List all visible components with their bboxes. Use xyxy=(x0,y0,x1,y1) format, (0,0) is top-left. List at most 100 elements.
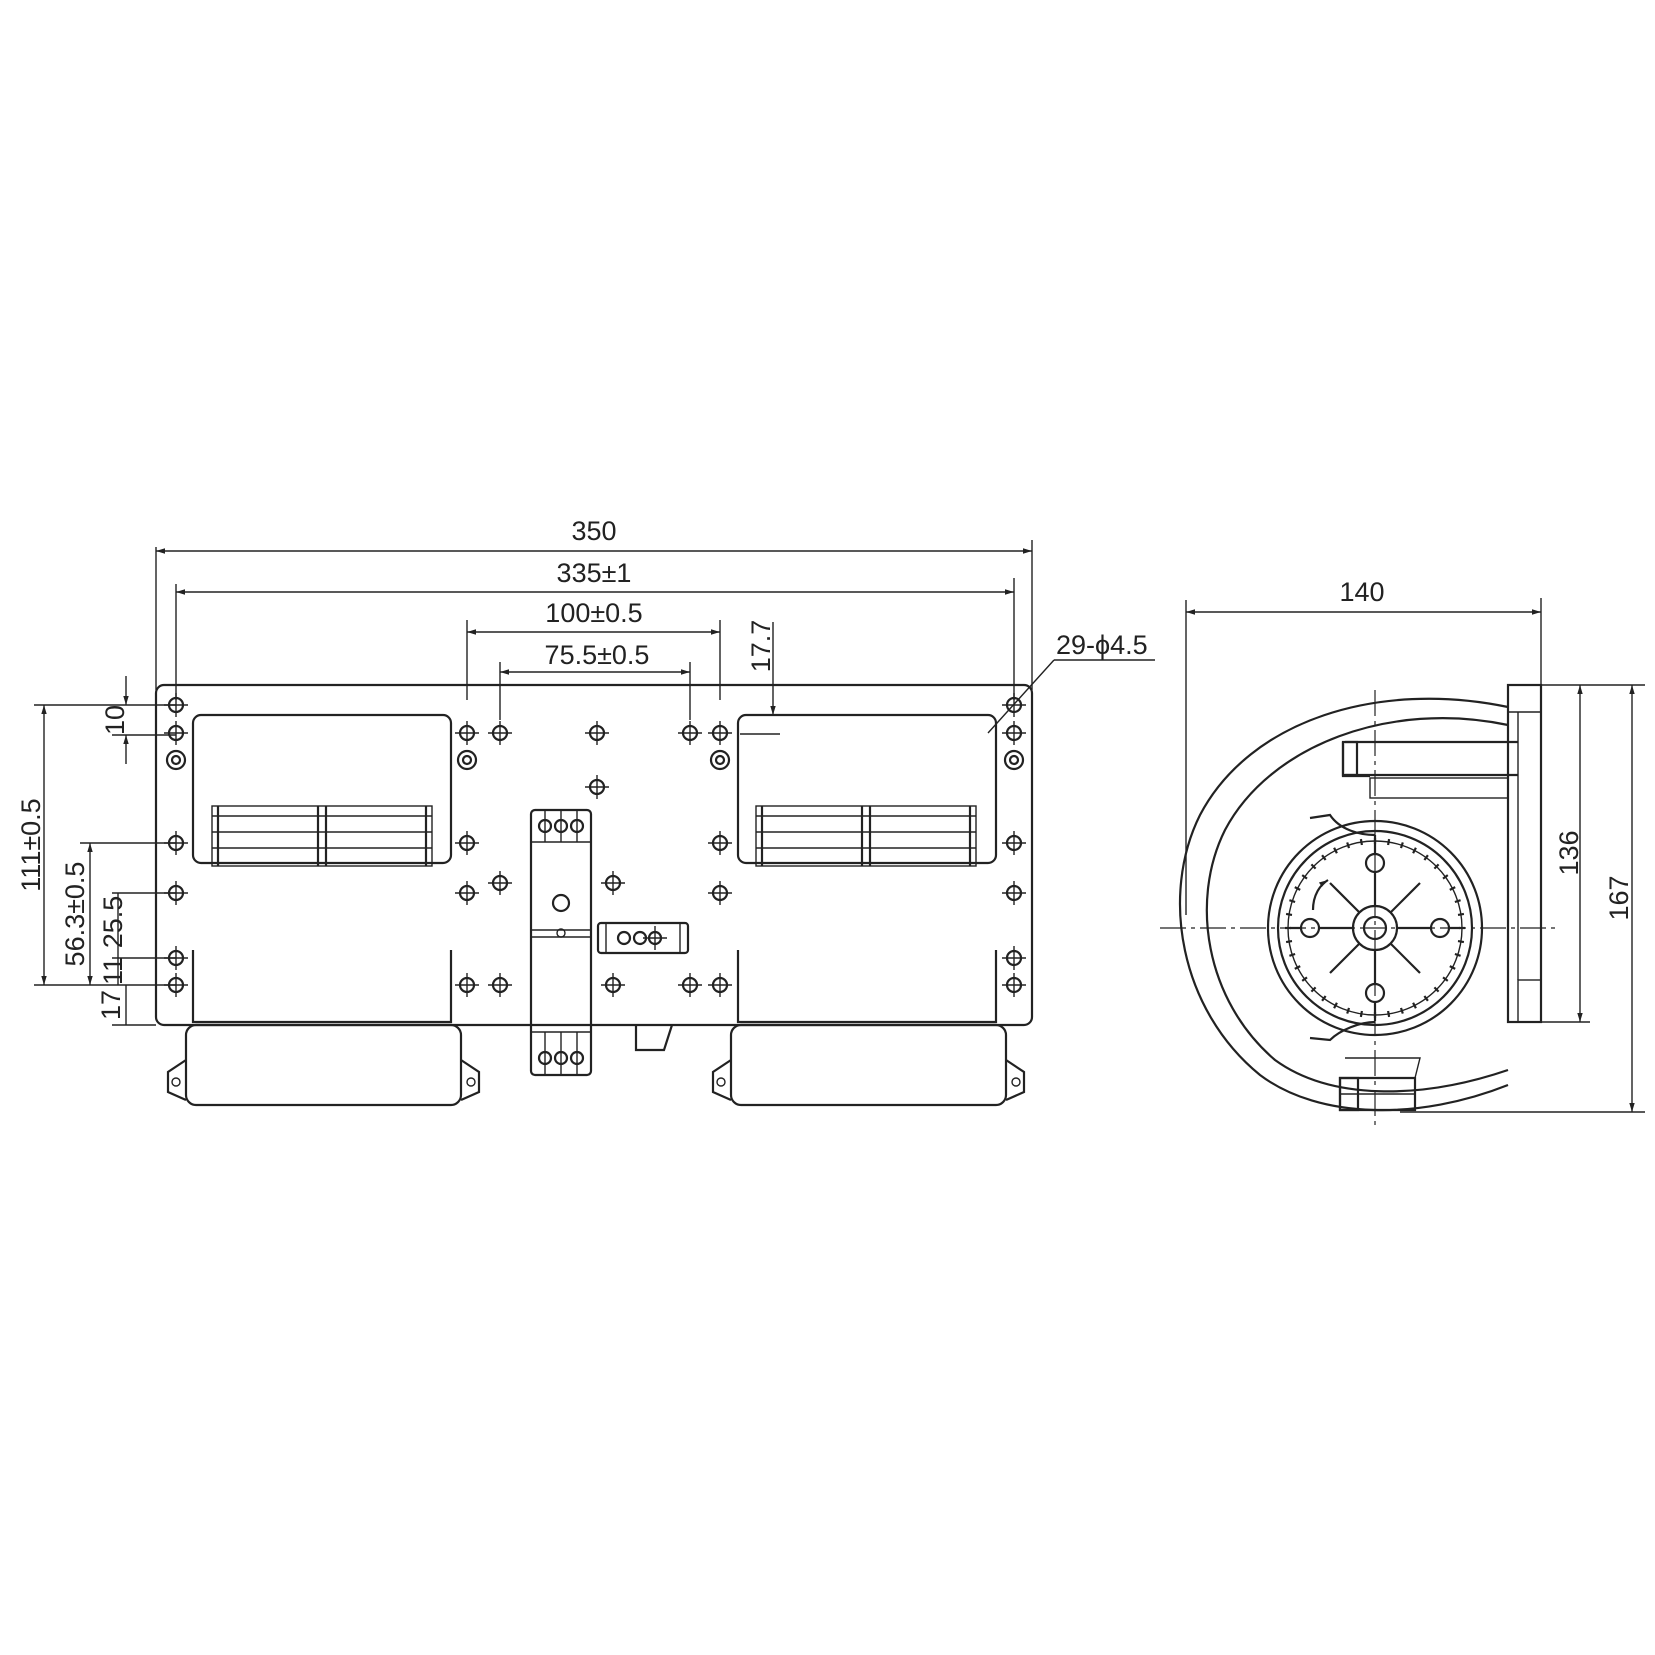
dim-overall-width: 350 xyxy=(571,516,616,546)
dim-overall-height: 167 xyxy=(1604,875,1634,920)
mounting-hole xyxy=(1002,946,1026,970)
impeller-vanes-left xyxy=(211,805,433,867)
rotor-tooth xyxy=(1310,863,1317,870)
mounting-hole xyxy=(585,721,609,745)
rotor-tooth xyxy=(1433,863,1440,870)
rotor-tooth xyxy=(1423,854,1429,861)
rotor-tooth xyxy=(1333,1002,1338,1009)
bottom-bracket xyxy=(1338,1057,1421,1112)
outlet-window-left xyxy=(191,713,453,865)
fan-housing-left xyxy=(184,1023,463,1107)
rotor-tooth xyxy=(1346,842,1351,849)
mounting-hole xyxy=(585,775,609,799)
rotor-tooth xyxy=(1333,847,1338,854)
rotor-tooth xyxy=(1285,940,1293,944)
rotor-tooth xyxy=(1387,1010,1391,1018)
dim-height-111: 111±0.5 xyxy=(16,798,46,891)
rotor-tooth xyxy=(1310,986,1317,993)
mounting-hole xyxy=(488,973,512,997)
rotor-tooth xyxy=(1457,940,1465,944)
mounting-hole xyxy=(164,721,188,745)
front-view: 350 335±1 100±0.5 75.5±0.5 17.7 29-ϕ4 xyxy=(16,516,1155,1107)
volute-inner xyxy=(1205,717,1509,1093)
rotor-tooth xyxy=(1442,976,1449,982)
dim-center-span-outer: 100±0.5 xyxy=(545,598,642,628)
rotation-arrow-icon xyxy=(1311,879,1329,911)
dim-height-25: 25.5 xyxy=(98,896,128,949)
mounting-hole xyxy=(601,973,625,997)
rotor-tooth xyxy=(1289,899,1296,904)
mounting-hole xyxy=(708,721,732,745)
front-dimensions: 350 335±1 100±0.5 75.5±0.5 17.7 29-ϕ4 xyxy=(16,516,1155,1026)
rotor-tooth xyxy=(1399,842,1404,849)
rotor-tooth xyxy=(1321,854,1327,861)
mounting-hole xyxy=(601,871,625,895)
mounting-hole xyxy=(488,721,512,745)
mounting-hole xyxy=(1002,973,1026,997)
side-view: 140 136 167 xyxy=(1160,577,1645,1130)
rotor-tooth xyxy=(1454,899,1461,904)
dim-top-offset: 17.7 xyxy=(746,620,776,673)
rotor-tooth xyxy=(1449,886,1456,891)
bushing-hole xyxy=(709,749,731,771)
rotor-tooth xyxy=(1399,1007,1404,1014)
dim-hole-callout: 29-ϕ4.5 xyxy=(1056,630,1148,660)
mounting-hole xyxy=(708,973,732,997)
rotor-tooth xyxy=(1457,912,1465,916)
mounting-hole xyxy=(678,973,702,997)
mounting-hole xyxy=(455,881,479,905)
rotor-tooth xyxy=(1301,976,1308,982)
mounting-hole xyxy=(678,721,702,745)
rotor-tooth xyxy=(1412,847,1417,854)
rotor-tooth xyxy=(1412,1002,1417,1009)
connector xyxy=(596,921,690,955)
rotor-tooth xyxy=(1346,1007,1351,1014)
mounting-hole xyxy=(708,881,732,905)
lower-tab xyxy=(634,1024,674,1052)
flange xyxy=(1506,683,1543,1024)
rotor-tooth xyxy=(1433,986,1440,993)
mounting-hole xyxy=(1002,831,1026,855)
mounting-holes xyxy=(164,693,1026,997)
top-bracket xyxy=(1341,740,1518,799)
lower-bay-left xyxy=(191,950,453,1024)
rotor-tooth xyxy=(1289,952,1296,957)
dim-depth: 140 xyxy=(1339,577,1384,607)
mounting-hole xyxy=(708,831,732,855)
dim-center-span-inner: 75.5±0.5 xyxy=(545,640,650,670)
dim-hole-span: 335±1 xyxy=(557,558,632,588)
bushing-hole xyxy=(1003,749,1025,771)
motor-bracket xyxy=(529,808,593,1077)
rotor-tooth xyxy=(1301,874,1308,880)
fan-housing-right xyxy=(729,1023,1008,1107)
mounting-plate xyxy=(154,683,1034,1027)
dim-top-row-gap: 10 xyxy=(100,705,130,735)
dim-flange-height: 136 xyxy=(1554,830,1584,875)
housing-tabs xyxy=(166,1059,1026,1102)
rotor-tooth xyxy=(1285,912,1293,916)
dim-gap-11: 11 xyxy=(98,957,128,985)
rotor-tooth xyxy=(1294,965,1301,970)
rotor-tooth xyxy=(1359,1010,1363,1018)
mounting-hole xyxy=(1002,881,1026,905)
dim-bottom-17: 17 xyxy=(96,990,126,1020)
bushing-hole xyxy=(165,749,187,771)
rotor-tooth xyxy=(1454,952,1461,957)
impeller-vanes-right xyxy=(755,805,977,867)
bushing-hole xyxy=(456,749,478,771)
mounting-hole xyxy=(455,973,479,997)
rotor-tooth xyxy=(1387,838,1391,846)
mounting-hole xyxy=(1002,721,1026,745)
mounting-hole xyxy=(488,871,512,895)
bushing-holes xyxy=(165,749,1025,771)
rotor-tooth xyxy=(1449,965,1456,970)
rotor-tooth xyxy=(1321,995,1327,1002)
rotor-tooth xyxy=(1294,886,1301,891)
dim-height-56: 56.3±0.5 xyxy=(60,862,90,967)
rotor-tooth xyxy=(1442,874,1449,880)
lower-bay-right xyxy=(736,950,998,1024)
mounting-hole xyxy=(455,831,479,855)
side-dimensions: 140 136 167 xyxy=(1185,577,1645,1113)
outlet-window-right xyxy=(736,713,998,865)
